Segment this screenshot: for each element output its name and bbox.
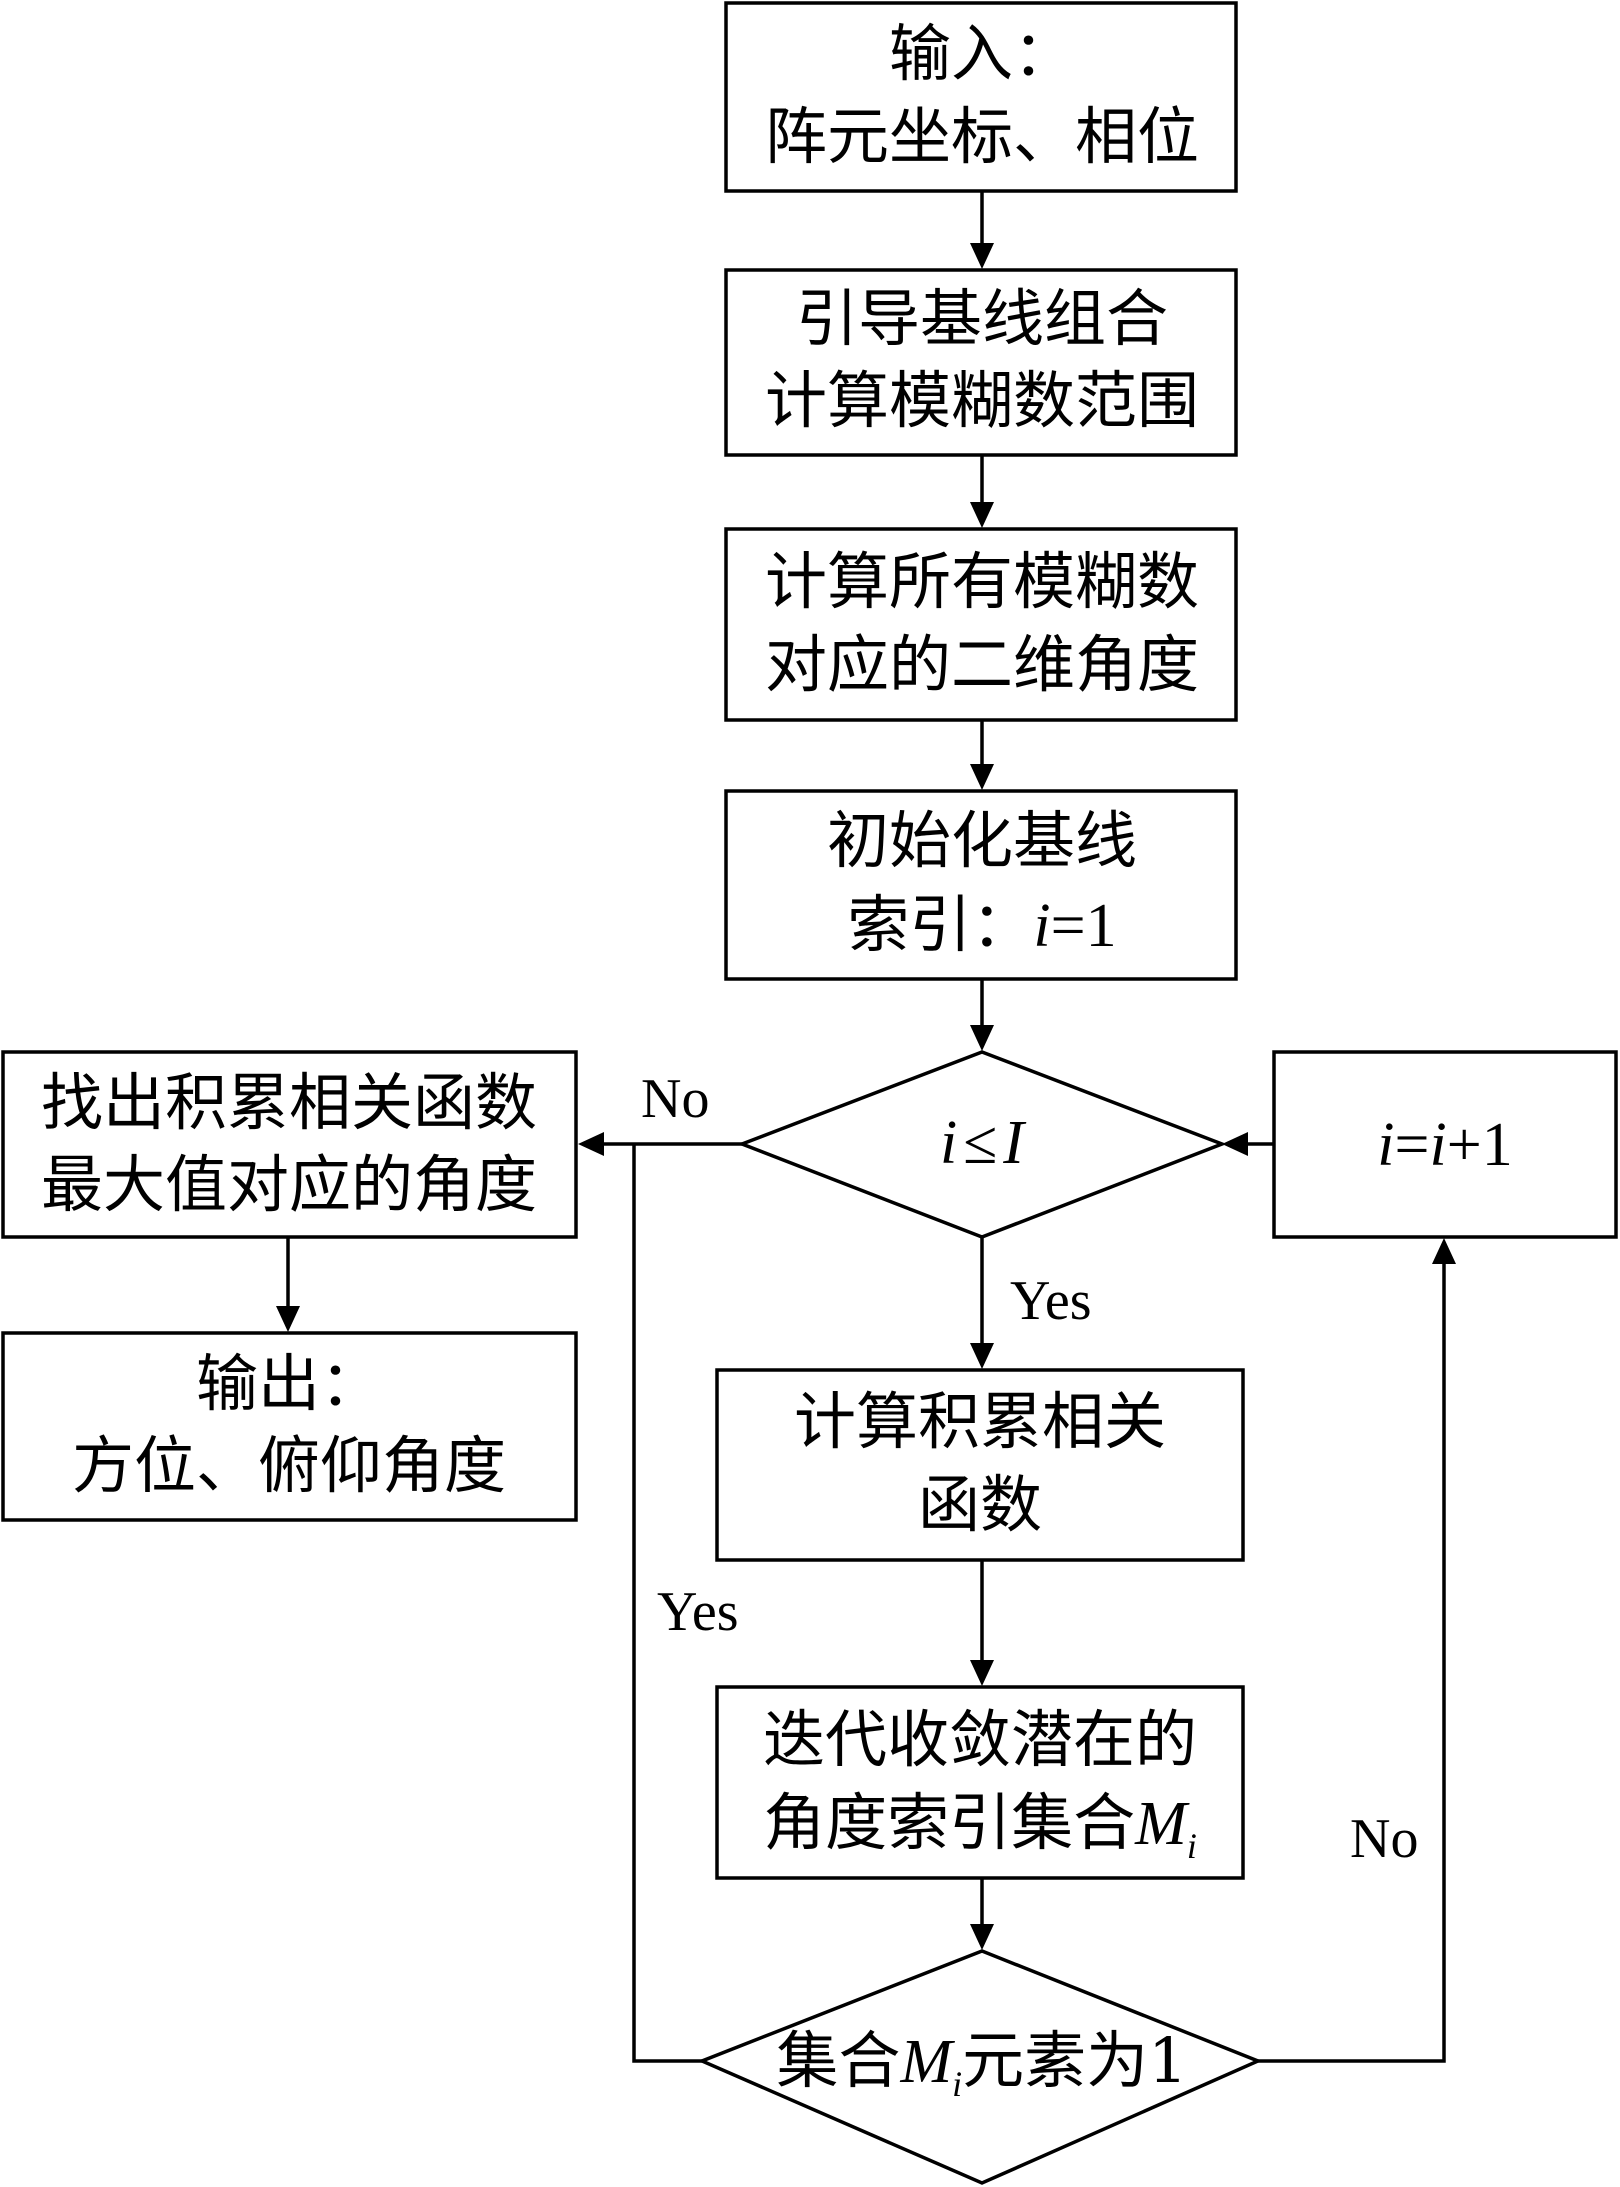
node-init-index-eq: =1 <box>1051 892 1117 960</box>
node-increment: i=i+1 <box>1272 1050 1618 1239</box>
node-input-line2: 阵元坐标、相位 <box>765 100 1199 173</box>
node-baseline-combo-box <box>724 268 1238 457</box>
arrowhead <box>578 1132 604 1156</box>
node-iterate-line1: 迭代收敛潜在的 <box>763 1703 1197 1776</box>
node-baseline-combo: 引导基线组合 计算模糊数范围 <box>724 268 1238 457</box>
increment-eq: = <box>1395 1111 1430 1179</box>
arrowhead <box>970 764 994 790</box>
condition-set-var: M <box>899 2028 955 2096</box>
increment-var-b: i <box>1430 1111 1447 1179</box>
arrowhead <box>970 1343 994 1369</box>
node-iterate-box <box>715 1685 1245 1880</box>
node-compute-angles-line2: 对应的二维角度 <box>765 628 1199 701</box>
edge-label-no-left: No <box>641 1068 709 1130</box>
node-increment-text: i=i+1 <box>1377 1111 1512 1179</box>
node-condition-set-diamond <box>697 1949 1263 2185</box>
node-output-box <box>1 1331 578 1522</box>
arrowhead <box>970 1660 994 1686</box>
arrowhead <box>1222 1132 1248 1156</box>
node-iterate-sub: i <box>1187 1826 1197 1866</box>
node-find-max-box <box>1 1050 578 1239</box>
edge-label-yes-down: Yes <box>1010 1270 1091 1332</box>
arrowhead <box>276 1306 300 1332</box>
node-input-line1: 输入： <box>889 17 1075 90</box>
node-input-box <box>724 1 1238 193</box>
edge-label-no-right: No <box>1350 1808 1418 1870</box>
node-condition-set-text: 集合Mi元素为1 <box>776 2024 1187 2104</box>
edge-condition-set-yes-loop <box>632 1144 702 2063</box>
arrowhead <box>1432 1238 1456 1264</box>
condition-set-prefix: 集合 <box>776 2024 900 2097</box>
node-init-index-line2: 索引：i=1 <box>847 888 1116 961</box>
node-compute-angles-line1: 计算所有模糊数 <box>765 545 1199 618</box>
node-compute-angles-box <box>724 527 1238 722</box>
node-init-index-box <box>724 789 1238 981</box>
condition-set-sub: i <box>952 2064 962 2104</box>
edge-label-yes-left: Yes <box>657 1581 738 1643</box>
node-output-line1: 输出： <box>196 1347 382 1420</box>
node-find-max: 找出积累相关函数 最大值对应的角度 <box>1 1050 578 1239</box>
node-init-index-prefix: 索引： <box>847 888 1033 961</box>
node-compute-angles: 计算所有模糊数 对应的二维角度 <box>724 527 1238 722</box>
increment-plus: +1 <box>1447 1111 1513 1179</box>
node-baseline-combo-line1: 引导基线组合 <box>796 282 1168 355</box>
node-condition-i-text: i≤I <box>940 1109 1027 1177</box>
node-find-max-line1: 找出积累相关函数 <box>41 1066 537 1139</box>
condition-set-suffix: 元素为1 <box>962 2024 1187 2097</box>
node-output-line2: 方位、俯仰角度 <box>72 1429 506 1502</box>
node-compute-corr-box <box>715 1368 1245 1562</box>
arrowhead <box>970 1025 994 1051</box>
arrowhead <box>970 502 994 528</box>
node-compute-corr: 计算积累相关 函数 <box>715 1368 1245 1562</box>
node-find-max-line2: 最大值对应的角度 <box>41 1148 537 1221</box>
node-iterate: 迭代收敛潜在的 角度索引集合Mi <box>715 1685 1245 1880</box>
node-compute-corr-line2: 函数 <box>918 1468 1042 1541</box>
node-compute-corr-line1: 计算积累相关 <box>794 1385 1166 1458</box>
arrowhead <box>970 243 994 269</box>
node-init-index: 初始化基线 索引：i=1 <box>724 789 1238 981</box>
node-init-index-var: i <box>1033 892 1050 960</box>
node-iterate-var: M <box>1134 1790 1190 1858</box>
node-iterate-line2: 角度索引集合Mi <box>763 1786 1197 1866</box>
node-output: 输出： 方位、俯仰角度 <box>1 1331 578 1522</box>
node-condition-i: i≤I <box>737 1050 1227 1239</box>
increment-var-a: i <box>1377 1111 1394 1179</box>
node-baseline-combo-line2: 计算模糊数范围 <box>765 364 1199 437</box>
condition-operator: ≤ <box>963 1109 997 1177</box>
condition-var-i: i <box>940 1109 957 1177</box>
node-input: 输入： 阵元坐标、相位 <box>724 1 1238 193</box>
node-iterate-prefix: 角度索引集合 <box>763 1786 1135 1859</box>
node-condition-set: 集合Mi元素为1 <box>697 1949 1263 2185</box>
node-increment-box <box>1272 1050 1618 1239</box>
node-init-index-line1: 初始化基线 <box>827 804 1137 877</box>
edge-condition-set-no-loop <box>1258 1264 1446 2063</box>
condition-var-I: I <box>1002 1109 1027 1177</box>
arrowhead <box>970 1924 994 1950</box>
node-condition-i-diamond <box>737 1050 1227 1239</box>
